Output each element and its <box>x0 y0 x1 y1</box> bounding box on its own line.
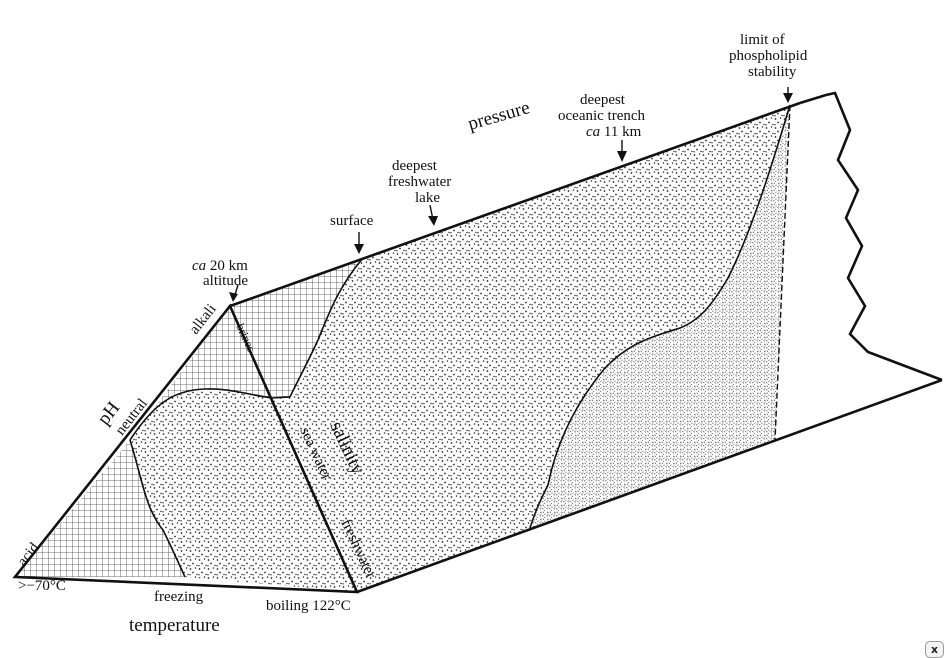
boundary-acid-curve <box>129 439 186 578</box>
grid-region-acid <box>15 440 185 577</box>
pointer-arrows <box>229 87 793 302</box>
label-lake-line2: freshwater <box>388 174 451 190</box>
dotted-region-main <box>272 105 790 592</box>
label-limit-line1: limit of <box>740 32 785 48</box>
label-altitude-line2: altitude <box>203 273 248 289</box>
boundary-brines-curve <box>289 257 364 398</box>
top-edge-stub <box>799 93 827 105</box>
label-boiling: boiling 122°C <box>266 598 351 614</box>
label-freezing: freezing <box>154 589 204 605</box>
boundary-neutral-curve <box>129 388 291 441</box>
dotted-region-triangle <box>130 388 357 592</box>
label-pressure: pressure <box>466 97 533 135</box>
label-trench-line1: deepest <box>580 92 626 108</box>
label-lake-line3: lake <box>415 190 440 206</box>
label-surface: surface <box>330 213 374 229</box>
stipple-region-limit <box>530 105 790 528</box>
grid-region-brines <box>230 258 363 398</box>
grid-region-alkali <box>130 306 272 440</box>
label-temperature: temperature <box>129 615 220 636</box>
label-temp-low: >−70°C <box>18 578 66 594</box>
label-trench-line3: ca 11 km <box>586 124 642 140</box>
label-limit-line3: stability <box>748 64 797 80</box>
label-altitude-line1: ca 20 km <box>192 258 248 274</box>
boundary-limit-curve <box>529 104 791 529</box>
label-trench-line2: oceanic trench <box>558 108 646 124</box>
prism-outline <box>12 91 943 594</box>
label-limit-line2: phospholipid <box>729 48 808 64</box>
phospholipid-limit-dashed-line <box>774 104 791 441</box>
close-icon[interactable]: x <box>925 641 944 658</box>
label-lake-line1: deepest <box>392 158 438 174</box>
